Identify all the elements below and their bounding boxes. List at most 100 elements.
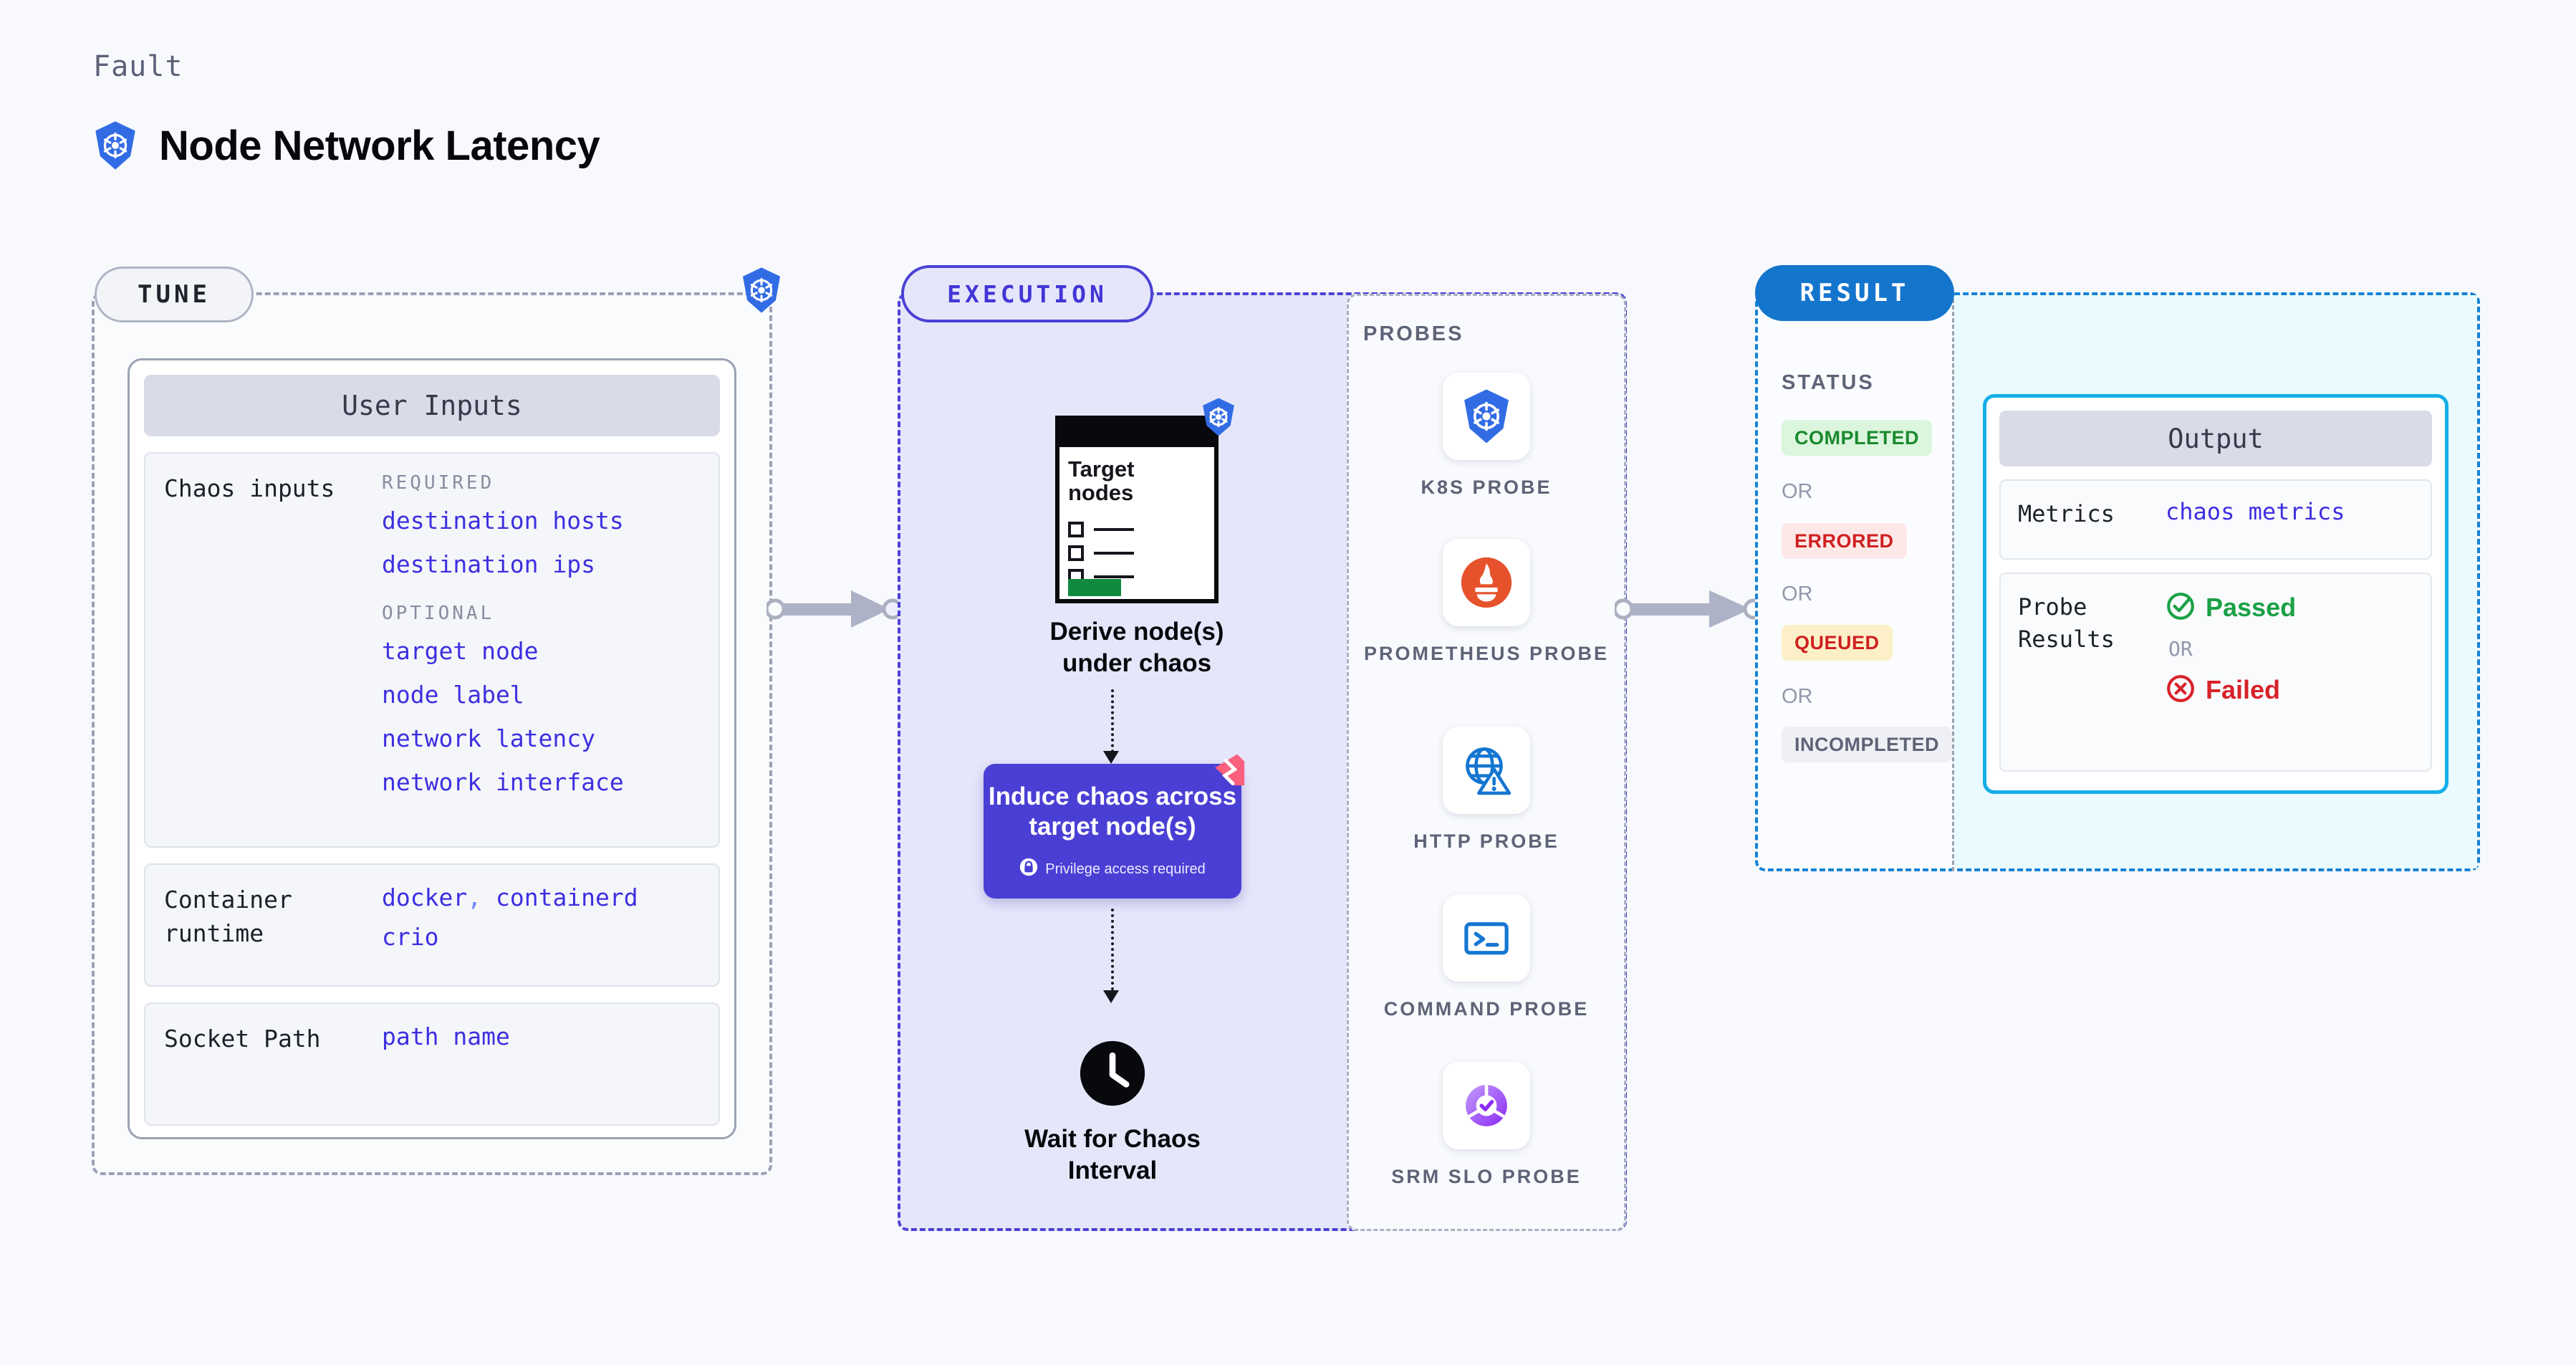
step-caption: Wait for Chaos Interval: [1024, 1125, 1201, 1184]
doc-checklist-item: [1068, 522, 1134, 537]
status-title: STATUS: [1782, 371, 1875, 394]
doc-progress-bar: [1068, 579, 1121, 596]
status-badge-completed: COMPLETED: [1782, 420, 1933, 456]
chaos-inputs-row: Chaos inputs REQUIRED destination hosts …: [144, 452, 720, 848]
probe-k8s[interactable]: K8S PROBE: [1347, 373, 1626, 500]
flow-arrow-2: [1103, 990, 1119, 1003]
passed-label: Passed: [2206, 593, 2297, 622]
page-header: Node Network Latency: [92, 120, 600, 171]
status-badge-incompleted: INCOMPLETED: [1782, 727, 1953, 762]
page-eyebrow: Fault: [93, 50, 183, 83]
result-status-column: [1755, 292, 1954, 871]
status-or-3: OR: [1782, 685, 1813, 708]
lock-icon: [1019, 858, 1038, 881]
probe-label: COMMAND PROBE: [1383, 998, 1590, 1020]
probe-result-or: OR: [2168, 637, 2193, 661]
induce-chaos-card[interactable]: Induce chaos across target node(s) Privi…: [984, 754, 1245, 899]
litmus-icon: [1207, 748, 1251, 795]
container-runtime-row: Container runtime docker, containerd cri…: [144, 863, 720, 987]
input-destination-ips[interactable]: destination ips: [382, 550, 596, 578]
tune-pill: TUNE: [95, 267, 254, 322]
checkbox-icon: [1068, 545, 1084, 561]
target-nodes-doc-illustration: Target nodes: [1055, 398, 1234, 603]
terminal-icon: [1443, 894, 1530, 982]
induce-chaos-title: Induce chaos across target node(s): [988, 782, 1237, 840]
status-badge-queued: QUEUED: [1782, 625, 1893, 661]
runtime-docker[interactable]: docker: [382, 883, 468, 911]
runtime-containerd[interactable]: containerd: [495, 883, 638, 911]
doc-title: Target nodes: [1068, 456, 1135, 506]
doc-line: [1094, 528, 1134, 531]
flow-arrow-1: [1103, 751, 1119, 764]
runtime-line-1: docker, containerd: [382, 883, 719, 911]
flow-connector-2: [1111, 909, 1114, 996]
probe-http[interactable]: HTTP PROBE: [1347, 727, 1626, 854]
result-pill: RESULT: [1755, 265, 1954, 321]
flow-connector-1: [1111, 689, 1114, 758]
step-derive-nodes: Target nodes Derive node(s: [1029, 398, 1244, 679]
privilege-note: Privilege access required: [1019, 858, 1206, 881]
checkbox-icon: [1068, 522, 1084, 537]
doc-titlebar: [1055, 416, 1219, 447]
step-induce-chaos: Induce chaos across target node(s) Privi…: [984, 754, 1245, 899]
doc-line: [1094, 575, 1134, 578]
required-group-title: REQUIRED: [382, 472, 495, 494]
container-runtime-values: docker, containerd crio: [382, 883, 719, 967]
probe-prometheus[interactable]: PROMETHEUS PROBE: [1347, 539, 1626, 666]
prometheus-icon: [1443, 539, 1530, 626]
user-inputs-title: User Inputs: [144, 375, 720, 436]
probe-results-values: Passed OR Failed: [2166, 591, 2431, 753]
input-node-label[interactable]: node label: [382, 681, 524, 709]
output-probe-results-row: Probe Results Passed OR: [1999, 573, 2432, 772]
globe-warning-icon: [1443, 727, 1530, 814]
privilege-note-text: Privilege access required: [1045, 861, 1206, 877]
kubernetes-icon: [739, 267, 784, 317]
chaos-inputs-label: Chaos inputs: [164, 474, 335, 502]
socket-path-row: Socket Path path name: [144, 1002, 720, 1126]
output-card: Output Metrics chaos metrics Probe Resul…: [1983, 394, 2448, 794]
doc-checklist-item: [1068, 545, 1134, 561]
input-network-latency[interactable]: network latency: [382, 724, 596, 752]
kubernetes-icon: [1200, 397, 1237, 440]
output-metrics-row: Metrics chaos metrics: [1999, 479, 2432, 560]
kubernetes-icon: [1443, 373, 1530, 460]
status-or-2: OR: [1782, 583, 1813, 605]
doc-checklist: [1068, 522, 1134, 593]
probes-title: PROBES: [1363, 322, 1464, 345]
user-inputs-card: User Inputs Chaos inputs REQUIRED destin…: [128, 358, 736, 1139]
input-target-node[interactable]: target node: [382, 637, 539, 665]
runtime-separator: ,: [467, 883, 482, 911]
probe-label: HTTP PROBE: [1413, 830, 1559, 852]
failed-label: Failed: [2206, 675, 2281, 704]
probe-label: SRM SLO PROBE: [1391, 1166, 1582, 1187]
connector-tune-execution: [764, 586, 903, 635]
page-title: Node Network Latency: [159, 122, 600, 169]
step-caption: Derive node(s) under chaos: [1049, 618, 1224, 677]
input-network-interface[interactable]: network interface: [382, 768, 624, 796]
input-destination-hosts[interactable]: destination hosts: [382, 507, 624, 535]
x-circle-icon: [2166, 674, 2196, 707]
clock-icon: [1078, 1039, 1147, 1111]
metrics-value[interactable]: chaos metrics: [2166, 498, 2345, 525]
doc-line: [1094, 552, 1134, 555]
socket-path-value[interactable]: path name: [382, 1022, 510, 1050]
metrics-values: chaos metrics: [2166, 498, 2431, 541]
execution-pill: EXECUTION: [901, 265, 1153, 322]
probe-command[interactable]: COMMAND PROBE: [1347, 894, 1626, 1022]
status-or-1: OR: [1782, 480, 1813, 503]
check-circle-icon: [2166, 591, 2196, 624]
runtime-crio[interactable]: crio: [382, 923, 439, 951]
probe-results-label: Probe Results: [2018, 593, 2115, 653]
kubernetes-icon: [92, 120, 139, 171]
container-runtime-label: Container runtime: [164, 886, 292, 947]
chaos-inputs-values: REQUIRED destination hosts destination i…: [382, 472, 719, 828]
probe-result-passed: Passed: [2166, 591, 2431, 624]
probe-srm-slo[interactable]: SRM SLO PROBE: [1347, 1062, 1626, 1189]
probe-label: K8S PROBE: [1421, 476, 1552, 498]
metrics-label: Metrics: [2018, 500, 2115, 527]
probe-label: PROMETHEUS PROBE: [1363, 643, 1610, 664]
socket-path-label: Socket Path: [164, 1025, 321, 1053]
step-wait-interval: Wait for Chaos Interval: [1005, 1039, 1220, 1187]
status-badge-errored: ERRORED: [1782, 523, 1907, 559]
